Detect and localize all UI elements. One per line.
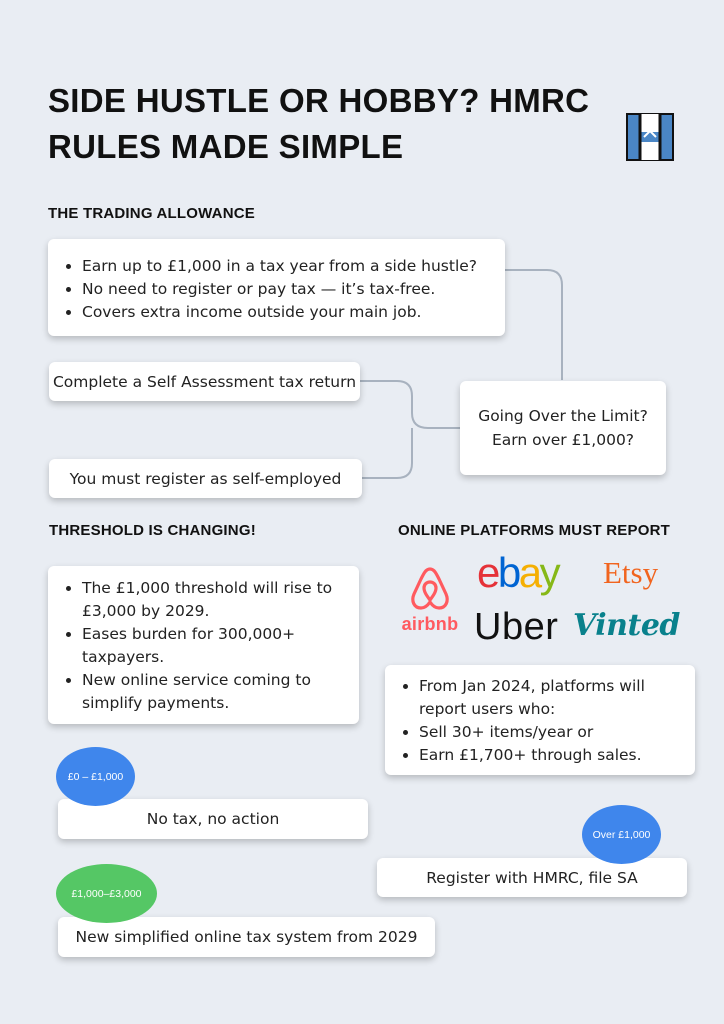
register-self-employed-label: You must register as self-employed [69, 469, 342, 488]
connector-limit-to-sa [360, 380, 460, 429]
ebay-letter-b: b [497, 549, 521, 596]
tier-outcome-label: New simplified online tax system from 20… [75, 928, 418, 946]
trading-allowance-card: Earn up to £1,000 in a tax year from a s… [48, 239, 505, 336]
list-item: New online service coming to simplify pa… [62, 669, 345, 715]
threshold-card: The £1,000 threshold will rise to £3,000… [48, 566, 359, 724]
vinted-logo: Vinted [573, 608, 680, 643]
list-item: No need to register or pay tax — it’s ta… [62, 278, 493, 301]
list-item: The £1,000 threshold will rise to £3,000… [62, 577, 345, 623]
page-title: SIDE HUSTLE OR HOBBY? HMRC RULES MADE SI… [48, 78, 608, 170]
tier-outcome-box-2: Register with HMRC, file SA [377, 858, 687, 897]
over-limit-line-2: Earn over £1,000? [491, 431, 635, 449]
platforms-heading: ONLINE PLATFORMS MUST REPORT [398, 522, 670, 539]
platforms-card: From Jan 2024, platforms will report use… [385, 665, 695, 775]
list-item: Earn £1,700+ through sales. [399, 744, 683, 767]
ebay-letter-a: a [518, 549, 542, 596]
over-limit-box: Going Over the Limit? Earn over £1,000? [460, 381, 666, 475]
ebay-letter-y: y [539, 549, 561, 596]
uber-logo: Uber [474, 606, 559, 648]
self-assessment-box: Complete a Self Assessment tax return [49, 362, 360, 401]
tier-badge-2: Over £1,000 [582, 805, 661, 864]
etsy-logo: Etsy [603, 555, 659, 590]
title-line-1: SIDE HUSTLE OR HOBBY? HMRC [48, 82, 590, 119]
threshold-bullet-list: The £1,000 threshold will rise to £3,000… [62, 577, 345, 715]
register-self-employed-box: You must register as self-employed [49, 459, 362, 498]
list-item: Eases burden for 300,000+ taxpayers. [62, 623, 345, 669]
connector-allowance-to-limit [505, 269, 563, 380]
tier-outcome-label: No tax, no action [146, 810, 280, 828]
list-item: Covers extra income outside your main jo… [62, 301, 493, 324]
trading-allowance-heading: THE TRADING ALLOWANCE [48, 205, 255, 222]
over-limit-line-1: Going Over the Limit? [478, 407, 648, 425]
ebay-logo: ebay [477, 548, 561, 598]
tier-badge-3: £1,000–£3,000 [56, 864, 157, 923]
threshold-heading: THRESHOLD IS CHANGING! [49, 522, 256, 539]
trading-bullet-list: Earn up to £1,000 in a tax year from a s… [62, 255, 493, 324]
list-item: Earn up to £1,000 in a tax year from a s… [62, 255, 493, 278]
tier-outcome-box-1: No tax, no action [58, 799, 368, 839]
self-assessment-label: Complete a Self Assessment tax return [52, 372, 357, 391]
airbnb-logo: airbnb [398, 566, 462, 638]
tier-badge-1: £0 – £1,000 [56, 747, 135, 806]
list-item: Sell 30+ items/year or [399, 721, 683, 744]
airbnb-symbol-icon [411, 567, 449, 610]
tier-outcome-box-3: New simplified online tax system from 20… [58, 917, 435, 957]
connector-limit-to-register [362, 428, 413, 479]
airbnb-wordmark: airbnb [401, 614, 459, 634]
list-item: From Jan 2024, platforms will report use… [399, 675, 683, 721]
title-line-2: RULES MADE SIMPLE [48, 128, 404, 165]
house-logo-icon [626, 113, 674, 161]
ebay-letter-e: e [477, 549, 500, 596]
tier-outcome-label: Register with HMRC, file SA [426, 868, 638, 887]
platforms-bullet-list: From Jan 2024, platforms will report use… [399, 675, 683, 767]
